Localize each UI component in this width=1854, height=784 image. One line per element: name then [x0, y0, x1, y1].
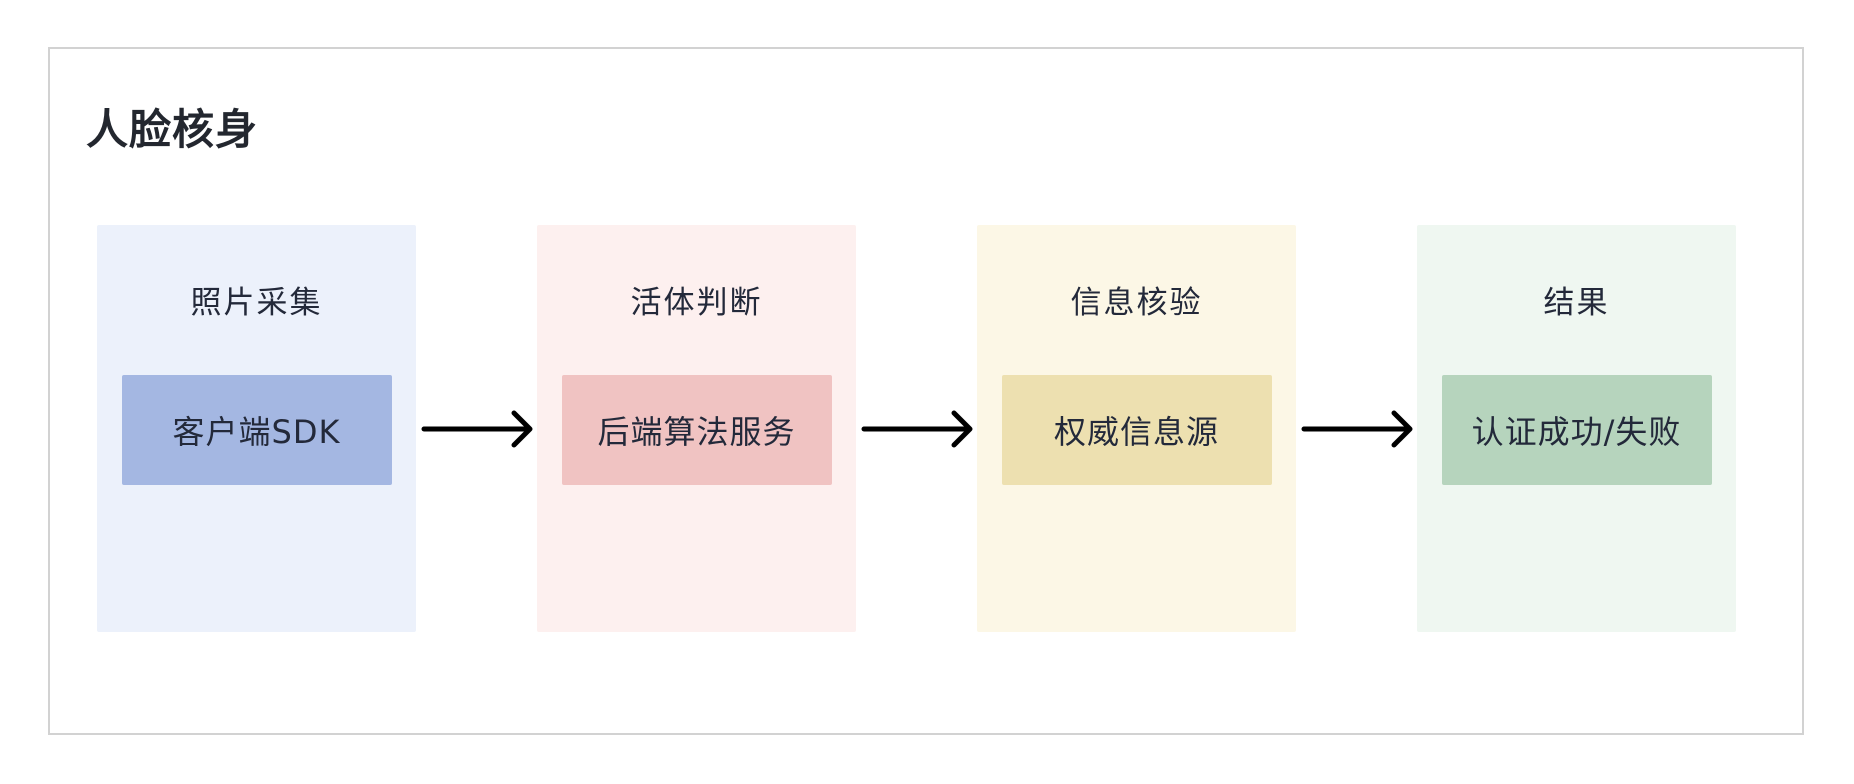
- stage-label: 信息核验: [1070, 285, 1203, 321]
- stage-label: 活体判断: [630, 285, 763, 321]
- flow-arrow-icon: [861, 410, 973, 448]
- stage-label: 结果: [1543, 285, 1610, 321]
- diagram-title: 人脸核身: [86, 105, 259, 154]
- stage-info-verification: 信息核验 权威信息源: [977, 225, 1296, 632]
- stage-node: 权威信息源: [1001, 375, 1272, 485]
- stage-node: 客户端SDK: [121, 375, 392, 485]
- stage-result: 结果 认证成功/失败: [1417, 225, 1736, 632]
- stage-label: 照片采集: [190, 285, 323, 321]
- stage-liveness-check: 活体判断 后端算法服务: [537, 225, 856, 632]
- flow-arrow-icon: [1301, 410, 1413, 448]
- flow-arrow-icon: [421, 410, 533, 448]
- stage-node: 后端算法服务: [561, 375, 832, 485]
- stage-node: 认证成功/失败: [1441, 375, 1712, 485]
- stage-photo-capture: 照片采集 客户端SDK: [97, 225, 416, 632]
